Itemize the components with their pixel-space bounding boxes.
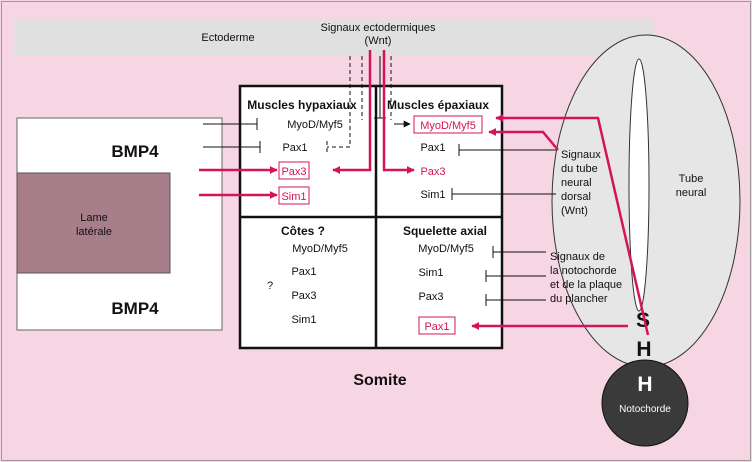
lateral-plate-label-1: Lame (80, 212, 108, 224)
hypaxial-gene-pax3: Pax3 (281, 166, 306, 178)
bmp4-top-label: BMP4 (111, 142, 159, 161)
epaxial-gene-myod: MyoD/Myf5 (420, 120, 476, 132)
bmp4-bottom-label: BMP4 (111, 299, 159, 318)
shh-letter-h-notochord: H (637, 373, 652, 396)
ectoderm-activates-epaxial-pax3 (382, 50, 415, 174)
activation-arrows (199, 50, 650, 336)
neural-tube-lumen (628, 58, 650, 312)
neural-signals-line-3: neural (561, 177, 592, 189)
neural-inhibits-epaxial-sim1 (451, 188, 556, 200)
axial-pax1-box (418, 316, 456, 335)
axial-gene-myod: MyoD/Myf5 (418, 243, 474, 255)
notochord-signals-line-4: du plancher (550, 293, 608, 305)
hypaxial-gene-pax1: Pax1 (282, 142, 307, 154)
ribs-gene-pax3: Pax3 (291, 290, 316, 302)
hypaxial-title: Muscles hypaxiaux (247, 98, 357, 112)
ribs-gene-myod: MyoD/Myf5 (292, 243, 348, 255)
notochord-signals-line-3: et de la plaque (550, 279, 622, 291)
notochord-inhibits-axial-sim1 (485, 270, 546, 282)
ribs-question-mark: ? (267, 280, 273, 292)
somite-label: Somite (353, 372, 406, 389)
ribs-gene-sim1: Sim1 (291, 314, 316, 326)
axial-gene-pax1: Pax1 (424, 321, 449, 333)
axial-gene-pax3: Pax3 (418, 291, 443, 303)
ribs-title: Côtes ? (281, 224, 325, 238)
ectoderm-band (14, 20, 654, 56)
bmp4-inhibits-hypaxial-myod (203, 118, 258, 130)
bmp4-inhibits-hypaxial-pax1 (203, 141, 261, 153)
ectoderm-label: Ectoderme (201, 32, 254, 44)
inhibition-lines (203, 56, 556, 306)
ectoderm-inhibits-hypaxial-pax1 (326, 56, 351, 153)
notochord-inhibits-axial-myod (492, 246, 546, 258)
notochord-signals-line-2: la notochorde (550, 265, 617, 277)
hypaxial-pax3-box (278, 161, 310, 180)
neural-signals-line-1: Signaux (561, 149, 601, 161)
epaxial-gene-pax1: Pax1 (420, 142, 445, 154)
neural-tube-label-2: neural (676, 187, 707, 199)
neural-inhibits-epaxial-pax1 (458, 144, 556, 156)
neural-signals-line-4: dorsal (561, 191, 591, 203)
neural-activates-epaxial-myod (488, 128, 559, 151)
ribs-gene-pax1: Pax1 (291, 266, 316, 278)
axial-gene-sim1: Sim1 (418, 267, 443, 279)
epaxial-gene-sim1: Sim1 (420, 189, 445, 201)
shh-activates-epaxial-myod (495, 114, 650, 336)
axial-title: Squelette axial (403, 224, 487, 238)
neural-signals-line-5: (Wnt) (561, 205, 588, 217)
neural-signals-line-2: du tube (561, 163, 598, 175)
ectoderm-signals-wnt: (Wnt) (365, 35, 392, 47)
lateral-plate-label-2: latérale (76, 226, 112, 238)
hypaxial-gene-sim1: Sim1 (281, 191, 306, 203)
notochord-label: Notochorde (619, 404, 671, 415)
shh-letter-h-tube: H (636, 338, 651, 361)
ectoderm-signals-label: Signaux ectodermiques (321, 22, 436, 34)
neural-tube-label-1: Tube (679, 173, 704, 185)
hypaxial-gene-myod: MyoD/Myf5 (287, 119, 343, 131)
epaxial-gene-pax3: Pax3 (420, 166, 445, 178)
epaxial-title: Muscles épaxiaux (387, 98, 489, 112)
lateral-plate (16, 172, 171, 274)
notochord-inhibits-axial-pax3 (485, 294, 546, 306)
epaxial-myod-box (413, 115, 483, 134)
ectoderm-activates-hypaxial-pax3 (332, 50, 372, 174)
notochord-signals-line-1: Signaux de (550, 251, 605, 263)
hypaxial-sim1-box (278, 186, 310, 205)
notochord (601, 359, 689, 447)
